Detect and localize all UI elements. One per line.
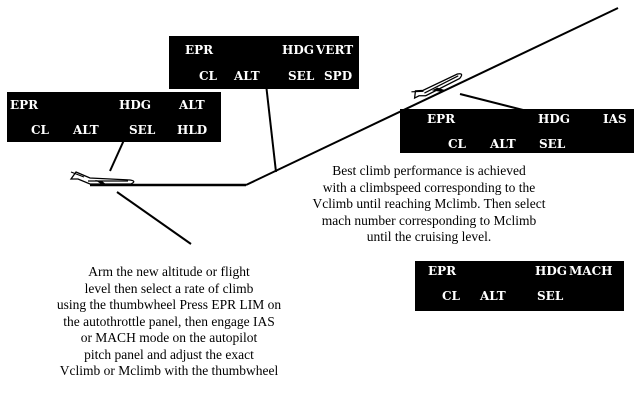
caption-line: the autothrottle panel, then engage IAS (63, 313, 275, 329)
fma-label: EPR (10, 98, 39, 112)
fma-label: SEL (537, 289, 564, 303)
fma-label: EPR (428, 264, 457, 278)
fma-label: SEL (288, 69, 315, 83)
arm-altitude-caption: Arm the new altitude or flight level the… (44, 264, 294, 380)
caption-line: Vclimb or Mclimb with the thumbwheel (59, 363, 279, 378)
fma-label: ALT (179, 98, 205, 112)
fma-label: HLD (177, 123, 208, 137)
caption-line: pitch panel and adjust the exact (84, 346, 254, 362)
fma-label: EPR (427, 112, 456, 126)
fma-panel-top: EPR HDG VERT CL ALT SEL SPD (169, 36, 359, 89)
fma-label: MACH (569, 264, 613, 278)
fma-panel-left: EPR HDG ALT CL ALT SEL HLD (7, 92, 221, 142)
fma-label: EPR (185, 43, 214, 57)
fma-label: ALT (480, 289, 506, 303)
fma-panel-right: EPR HDG IAS CL ALT SEL (400, 109, 634, 153)
fma-label: ALT (234, 69, 260, 83)
caption-line: level then select a rate of climb (84, 280, 254, 296)
fma-label: SPD (324, 69, 353, 83)
leader-top-panel (265, 83, 277, 173)
fma-label: ALT (490, 137, 516, 151)
aircraft-takeoff-icon (69, 171, 135, 186)
climb-path (245, 7, 619, 186)
fma-label: IAS (603, 112, 627, 126)
leader-arm-caption (116, 191, 192, 245)
fma-label: CL (448, 137, 466, 151)
fma-label: VERT (316, 43, 354, 57)
fma-label: HDG (535, 264, 567, 278)
caption-line: with a climbspeed corresponding to the (322, 179, 536, 195)
caption-line: Vclimb until reaching Mclimb. Then selec… (312, 196, 546, 211)
fma-label: HDG (282, 43, 314, 57)
caption-line: Arm the new altitude or flight (88, 264, 250, 279)
leader-right-panel (459, 93, 528, 112)
caption-line: or MACH mode on the autopilot (80, 330, 258, 345)
fma-label: HDG (119, 98, 151, 112)
fma-label: SEL (129, 123, 156, 137)
fma-label: CL (199, 69, 217, 83)
fma-label: HDG (538, 112, 570, 126)
caption-line: Best climb performance is achieved (332, 163, 526, 178)
climb-performance-caption: Best climb performance is achieved with … (298, 163, 560, 246)
fma-label: ALT (73, 123, 99, 137)
leader-left-panel (109, 139, 125, 172)
fma-label: SEL (539, 137, 566, 151)
fma-panel-bottom: EPR HDG MACH CL ALT SEL (415, 261, 624, 311)
caption-line: mach number corresponding to Mclimb (321, 212, 537, 228)
aircraft-climb-icon (411, 73, 463, 100)
caption-line: until the cruising level. (366, 229, 492, 244)
fma-label: CL (31, 123, 49, 137)
fma-label: CL (442, 289, 460, 303)
caption-line: using the thumbwheel Press EPR LIM on (56, 297, 282, 312)
